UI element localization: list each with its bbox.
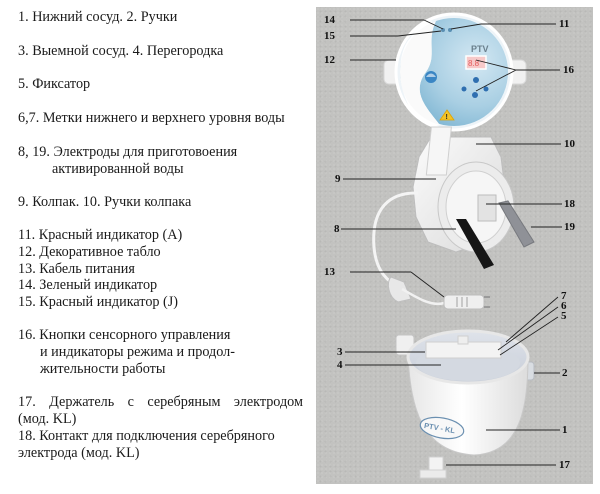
callout-16: 16 — [563, 64, 574, 76]
callout-7: 7 — [561, 290, 567, 302]
power-plug-illustration — [387, 276, 490, 310]
callout-3: 3 — [337, 346, 343, 358]
callout-11: 11 — [559, 18, 570, 30]
callout-1: 1 — [562, 424, 568, 436]
callout-9: 9 — [335, 173, 341, 185]
legend-item-15: 15. Красный индикатор (J) — [18, 294, 179, 310]
callout-15: 15 — [324, 30, 335, 42]
svg-text:PTV: PTV — [471, 44, 489, 54]
parts-legend: 1. Нижний сосуд. 2. Ручки 3. Выемной сос… — [18, 9, 303, 461]
legend-item-16: 16. Кнопки сенсорного управления — [18, 327, 231, 343]
legend-item-5: 5. Фиксатор — [18, 76, 91, 92]
legend-item-14: 14. Зеленый индикатор — [18, 277, 158, 293]
callout-12: 12 — [324, 54, 335, 66]
callout-13: 13 — [324, 266, 335, 278]
callout-18: 18 — [564, 198, 575, 210]
svg-text:!: ! — [446, 114, 448, 121]
callout-19: 19 — [564, 221, 575, 233]
legend-item-16-cont2: жительности работы — [40, 361, 166, 377]
device-illustration: PTV 8.8 ! — [341, 12, 562, 479]
legend-item-17: 17. Держатель с серебряным электродом — [18, 394, 303, 410]
callout-14: 14 — [324, 14, 335, 26]
legend-item-18: 18. Контакт для подключения серебряного — [18, 428, 275, 444]
legend-item-8-19: 8, 19. Электроды для приготовоения — [18, 144, 238, 160]
cap-illustration — [372, 126, 535, 291]
callout-10: 10 — [564, 138, 575, 150]
callout-8: 8 — [334, 223, 340, 235]
device-diagram: PTV 8.8 ! — [316, 7, 593, 484]
legend-item-11: 11. Красный индикатор (А) — [18, 227, 183, 243]
callout-2: 2 — [562, 367, 568, 379]
silver-electrode-holder-illustration — [419, 456, 447, 479]
callout-4: 4 — [337, 359, 343, 371]
legend-item-17-cont: (мод. KL) — [18, 411, 77, 427]
lower-vessel-illustration: PTV - KL — [395, 329, 535, 456]
legend-item-3-4: 3. Выемной сосуд. 4. Перегородка — [18, 43, 224, 59]
legend-item-12: 12. Декоративное табло — [18, 244, 161, 260]
callout-17: 17 — [559, 459, 570, 471]
legend-item-16-cont1: и индикаторы режима и продол- — [40, 344, 235, 360]
legend-item-18-cont: электрода (мод. KL) — [18, 445, 140, 461]
legend-item-1-2: 1. Нижний сосуд. 2. Ручки — [18, 9, 178, 25]
svg-text:8.8: 8.8 — [468, 59, 480, 68]
legend-item-13: 13. Кабель питания — [18, 261, 135, 277]
callout-5: 5 — [561, 310, 567, 322]
leader-lines — [341, 19, 562, 466]
callout-6: 6 — [561, 300, 567, 312]
legend-item-6-7: 6,7. Метки нижнего и верхнего уровня вод… — [18, 110, 285, 126]
legend-item-8-19-cont: активированной воды — [52, 161, 184, 177]
lid-control-panel: PTV 8.8 ! — [383, 12, 527, 132]
legend-item-9-10: 9. Колпак. 10. Ручки колпака — [18, 194, 192, 210]
